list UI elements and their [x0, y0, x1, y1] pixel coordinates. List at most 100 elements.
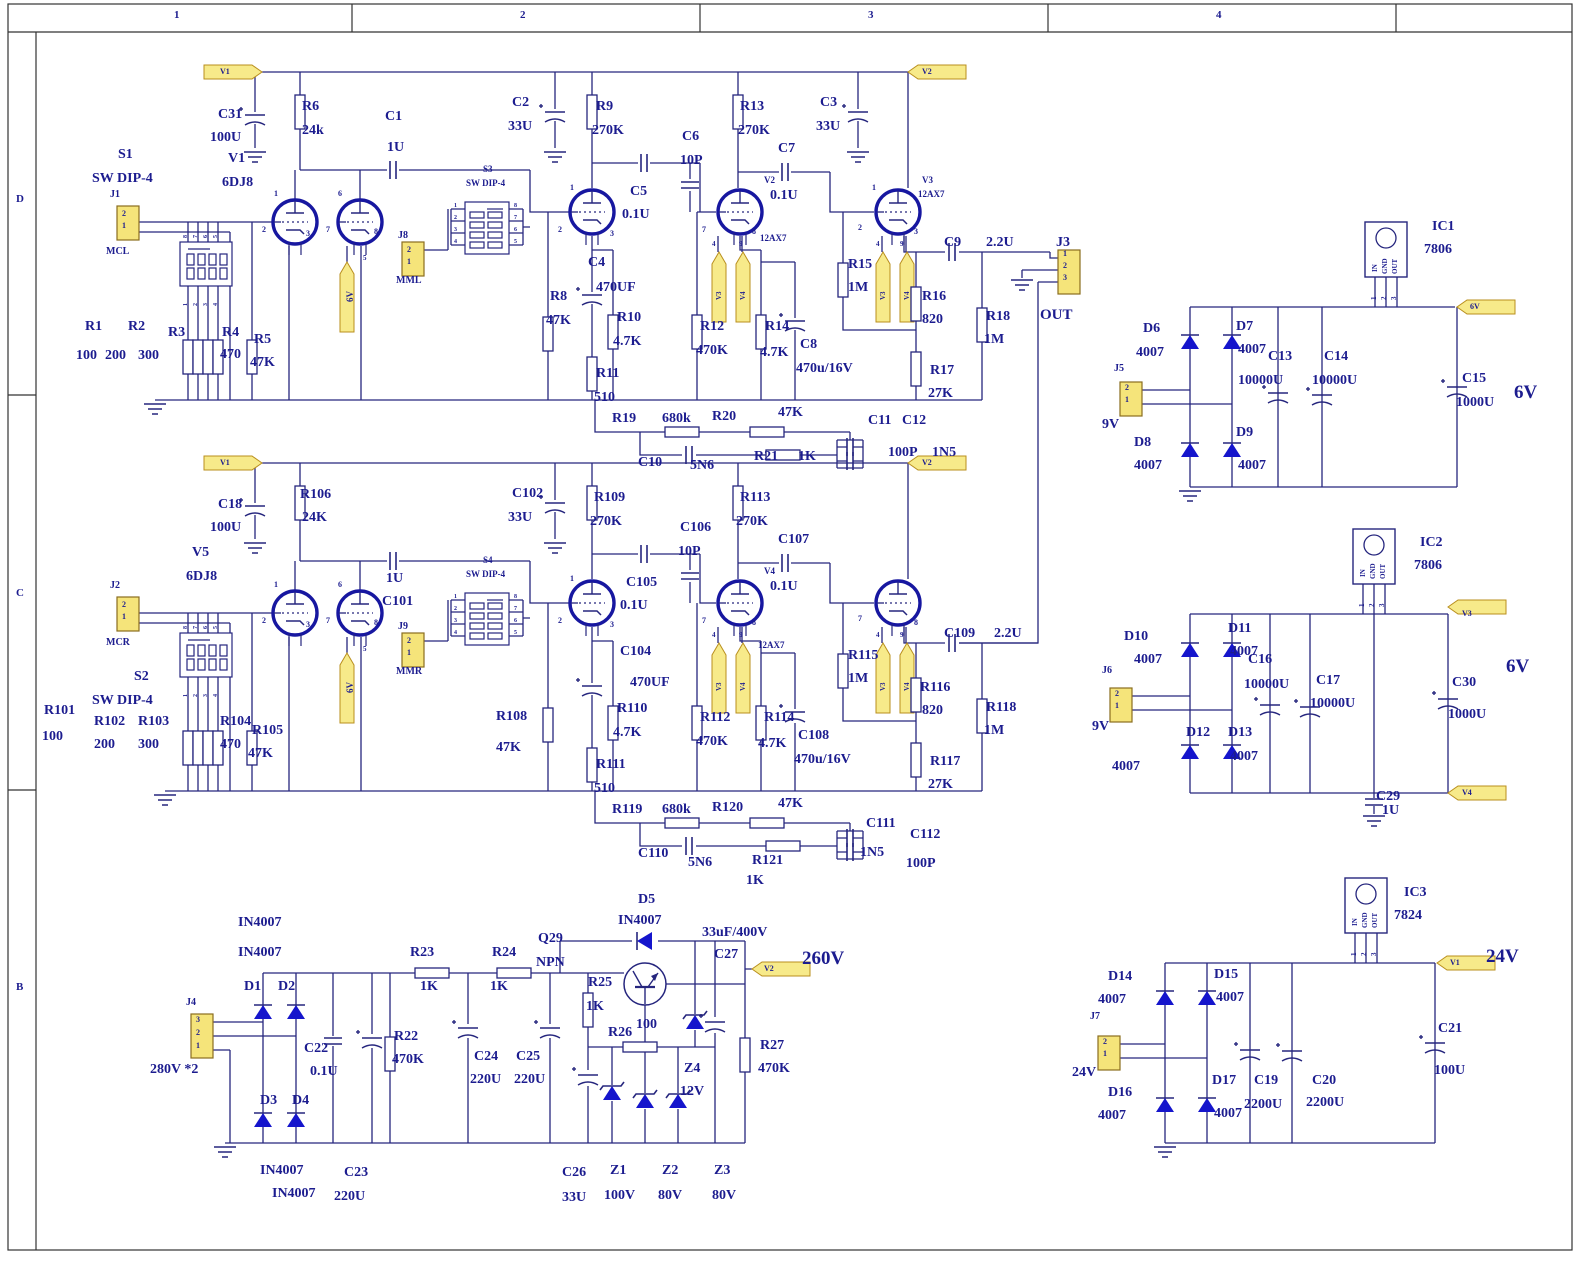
label-2: 2	[1368, 603, 1376, 608]
resistor-r1	[182, 339, 194, 375]
label-1u: 1U	[386, 571, 404, 586]
label-270k: 270K	[736, 514, 768, 529]
label-r119: R119	[612, 802, 643, 817]
label-c101: C101	[382, 594, 414, 609]
sheet-border	[7, 3, 1573, 1251]
wires	[139, 71, 1458, 1144]
capacitor-c14	[1305, 386, 1333, 406]
label-c112: C112	[910, 827, 941, 842]
label-5: 5	[363, 645, 367, 653]
ground-icon	[1010, 279, 1034, 291]
label-9: 9	[739, 631, 743, 639]
label-z4: Z4	[684, 1061, 701, 1076]
label-r23: R23	[410, 945, 435, 960]
label-1n5: 1N5	[860, 845, 885, 860]
label-2: 2	[407, 245, 411, 254]
label-in4007: IN4007	[272, 1186, 316, 1201]
resistor-r26	[622, 1041, 658, 1053]
ground-icon	[243, 542, 267, 554]
label-1: 1	[407, 257, 411, 266]
label-100v: 100V	[604, 1188, 636, 1203]
label-c4: C4	[588, 255, 606, 270]
label-4007: 4007	[1112, 759, 1140, 774]
label-7: 7	[514, 215, 517, 221]
net-flag-v4	[735, 642, 751, 714]
label-7: 7	[326, 616, 330, 625]
resistor-r27	[739, 1037, 751, 1073]
label-0-1u: 0.1U	[770, 188, 798, 203]
label-2: 2	[262, 225, 266, 234]
label-r10: R10	[617, 310, 642, 325]
label-3: 3	[454, 227, 457, 233]
label-6: 6	[514, 227, 517, 233]
label-3: 3	[868, 9, 874, 21]
label-6: 6	[203, 235, 209, 238]
label-r112: R112	[700, 710, 731, 725]
label-1: 1	[454, 594, 457, 600]
label-c111: C111	[866, 816, 896, 831]
label-c15: C15	[1462, 371, 1487, 386]
label-v3: V3	[879, 291, 887, 300]
resistor-r16	[910, 286, 922, 322]
label-c17: C17	[1316, 673, 1341, 688]
label-820: 820	[922, 703, 943, 718]
label-r116: R116	[920, 680, 951, 695]
label-v5: V5	[192, 545, 210, 560]
diode-d8	[1180, 442, 1200, 458]
label-8: 8	[183, 626, 189, 629]
label-j6: J6	[1102, 665, 1112, 676]
capacitor-c25	[533, 1019, 561, 1039]
label-b: B	[16, 981, 24, 993]
label-d: D	[16, 193, 24, 205]
label-33u: 33U	[816, 119, 841, 134]
label-2: 2	[1115, 689, 1119, 698]
label-in: IN	[1351, 918, 1359, 926]
label-c31: C31	[218, 107, 243, 122]
dip-switch-s3	[464, 201, 510, 255]
label-z3: Z3	[714, 1163, 731, 1178]
reg6v-b-output-voltage: 6V	[1506, 656, 1530, 677]
label-1m: 1M	[984, 723, 1005, 738]
label-80v: 80V	[712, 1188, 737, 1203]
label-1u: 1U	[1382, 803, 1400, 818]
label-7: 7	[193, 235, 199, 238]
label-4: 4	[712, 631, 716, 639]
label-2: 2	[1125, 383, 1129, 392]
label-r15: R15	[848, 257, 873, 272]
label-1m: 1M	[848, 280, 869, 295]
label-d13: D13	[1228, 725, 1253, 740]
label-3: 3	[610, 620, 614, 629]
label-v4: V4	[739, 291, 747, 300]
capacitor-c105	[640, 544, 648, 564]
label-c6: C6	[682, 129, 700, 144]
label-0-1u: 0.1U	[622, 207, 650, 222]
label-3: 3	[306, 620, 310, 629]
label-1: 1	[274, 580, 278, 589]
label-d12: D12	[1186, 725, 1211, 740]
resistor-r102	[192, 730, 204, 766]
label-v1: V1	[220, 458, 230, 467]
label-d17: D17	[1212, 1073, 1237, 1088]
label-1n5: 1N5	[932, 445, 957, 460]
label-510: 510	[594, 390, 615, 405]
label-c25: C25	[516, 1049, 541, 1064]
label-470k: 470K	[696, 343, 728, 358]
label-r12: R12	[700, 319, 725, 334]
label-12ax7: 12AX7	[760, 233, 787, 243]
label-v4: V4	[1462, 788, 1472, 797]
dip-switch-s2	[179, 632, 233, 678]
label-0-1u: 0.1U	[620, 598, 648, 613]
label-33uf-400v: 33uF/400V	[702, 925, 768, 940]
connector-j6	[1109, 687, 1133, 723]
label-4: 4	[454, 239, 457, 245]
wires-channel2	[139, 462, 1038, 860]
label-24k: 24k	[302, 123, 324, 138]
label-100p: 100P	[906, 856, 936, 871]
label-r5: R5	[254, 332, 272, 347]
net-flag-v3	[1447, 599, 1507, 615]
label-4007: 4007	[1098, 1108, 1126, 1123]
label-d9: D9	[1236, 425, 1254, 440]
resistor-r120	[749, 817, 785, 829]
label-r113: R113	[740, 490, 771, 505]
label-c12: C12	[902, 413, 927, 428]
